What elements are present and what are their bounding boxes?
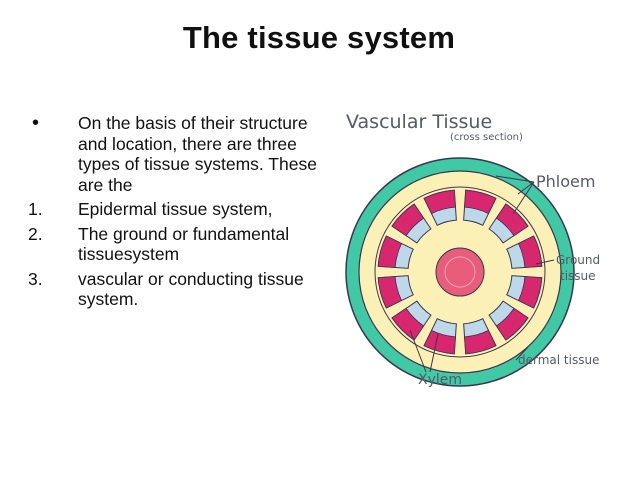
vascular-tissue-diagram: Vascular Tissue (cross section) Phloem G… <box>345 111 600 388</box>
phloem-region <box>423 189 456 215</box>
pointer-xylem <box>409 329 439 373</box>
label-dermal: dermal tissue <box>518 353 599 367</box>
vascular-bundles <box>377 189 543 355</box>
label-phloem: Phloem <box>536 172 595 191</box>
label-ground-line2: tissue <box>560 269 596 283</box>
phloem-region <box>517 276 543 309</box>
ring-boundary <box>374 186 546 358</box>
phloem-region <box>495 307 529 341</box>
pointer-ground <box>535 259 555 265</box>
list-item-epidermal: 1. Epidermal tissue system, <box>28 199 328 220</box>
list-number: 1. <box>28 199 43 219</box>
pointer-phloem <box>495 175 535 215</box>
bullet-marker: • <box>32 112 40 134</box>
phloem-region <box>377 235 403 268</box>
pith <box>435 247 485 297</box>
list-text: The ground or fundamental tissuesystem <box>78 223 290 265</box>
phloem-region <box>391 203 425 237</box>
diagram-subtitle: (cross section) <box>450 132 523 143</box>
list-text: vascular or conducting tissue system. <box>78 268 304 310</box>
slide-title: The tissue system <box>182 20 456 55</box>
diagram-title: Vascular Tissue <box>346 111 492 133</box>
list-item-ground: 2. The ground or fundamental tissuesyste… <box>28 224 328 265</box>
phloem-region <box>464 329 497 355</box>
phloem-region <box>464 189 497 215</box>
phloem-region <box>391 307 425 341</box>
list-text: Epidermal tissue system, <box>78 199 273 219</box>
bullet-text: On the basis of their structure and loca… <box>78 113 317 195</box>
label-ground-line1: Ground <box>556 253 600 267</box>
bullet-item-intro: • On the basis of their structure and lo… <box>28 113 328 195</box>
list-number: 3. <box>28 268 43 289</box>
bullet-list: • On the basis of their structure and lo… <box>28 113 328 314</box>
phloem-region <box>423 329 456 355</box>
phloem-region <box>495 203 529 237</box>
list-item-vascular: 3. vascular or conducting tissue system. <box>28 269 328 310</box>
phloem-region <box>517 235 543 268</box>
label-xylem: Xylem <box>418 372 462 388</box>
pith-texture <box>444 256 476 288</box>
phloem-region <box>377 276 403 309</box>
pointer-dermal <box>515 346 529 361</box>
list-number: 2. <box>28 223 43 244</box>
